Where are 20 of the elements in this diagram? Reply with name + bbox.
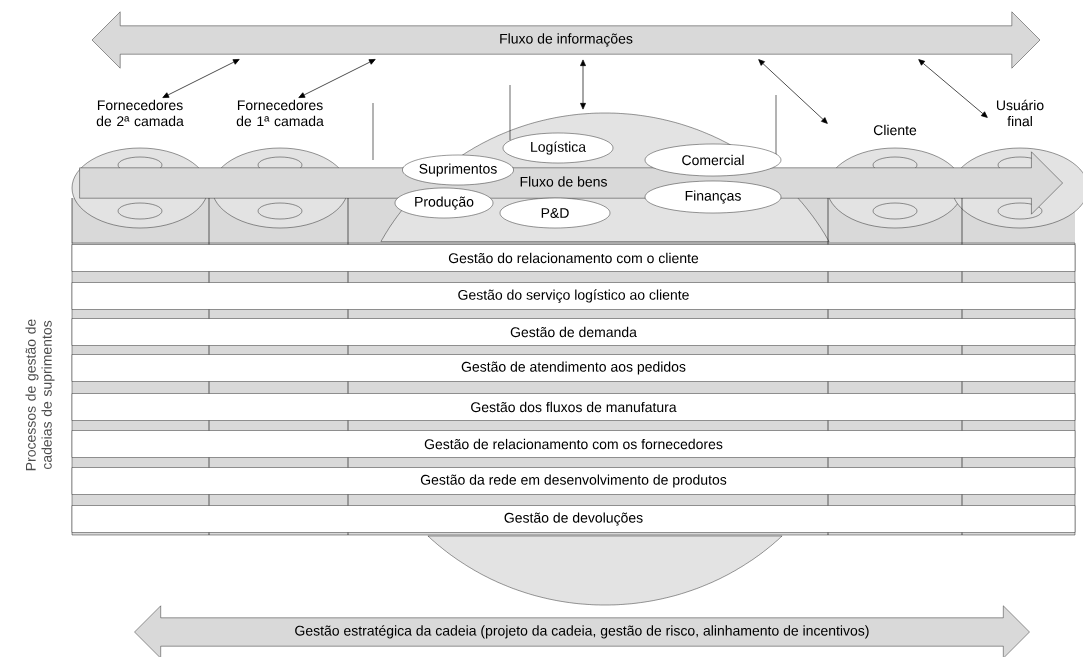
- entity-heading: Usuário final: [996, 99, 1044, 127]
- double-arrow: [298, 59, 376, 98]
- process-bar: Gestão do relacionamento com o cliente: [71, 244, 1076, 272]
- double-arrow: [918, 59, 988, 118]
- double-arrow-band: Gestão estratégica da cadeia (projeto da cadeia, gestão de risco, alinhamento de incentivos): [134, 605, 1030, 657]
- process-bar: Gestão dos fluxos de manufatura: [71, 393, 1076, 421]
- process-bar: Gestão do serviço logístico ao cliente: [71, 282, 1076, 310]
- double-arrow-band: Fluxo de informações: [91, 11, 1041, 69]
- process-bar: Gestão da rede em desenvolvimento de produtos: [71, 467, 1076, 495]
- double-arrow: [580, 59, 586, 110]
- process-bar: Gestão de atendimento aos pedidos: [71, 354, 1076, 382]
- double-arrow: [758, 59, 828, 124]
- process-bar: Gestão de relacionamento com os fornecedores: [71, 430, 1076, 458]
- entity-heading: Cliente: [873, 124, 917, 136]
- side-label: Processos de gestão de cadeias de suprimentos: [25, 319, 55, 471]
- entity-heading: Fornecedores de 2ª camada: [96, 99, 184, 127]
- process-bar: Gestão de devoluções: [71, 505, 1076, 533]
- process-bar: Gestão de demanda: [71, 318, 1076, 346]
- double-arrow: [162, 59, 240, 98]
- entity-heading: Fornecedores de 1ª camada: [236, 99, 324, 127]
